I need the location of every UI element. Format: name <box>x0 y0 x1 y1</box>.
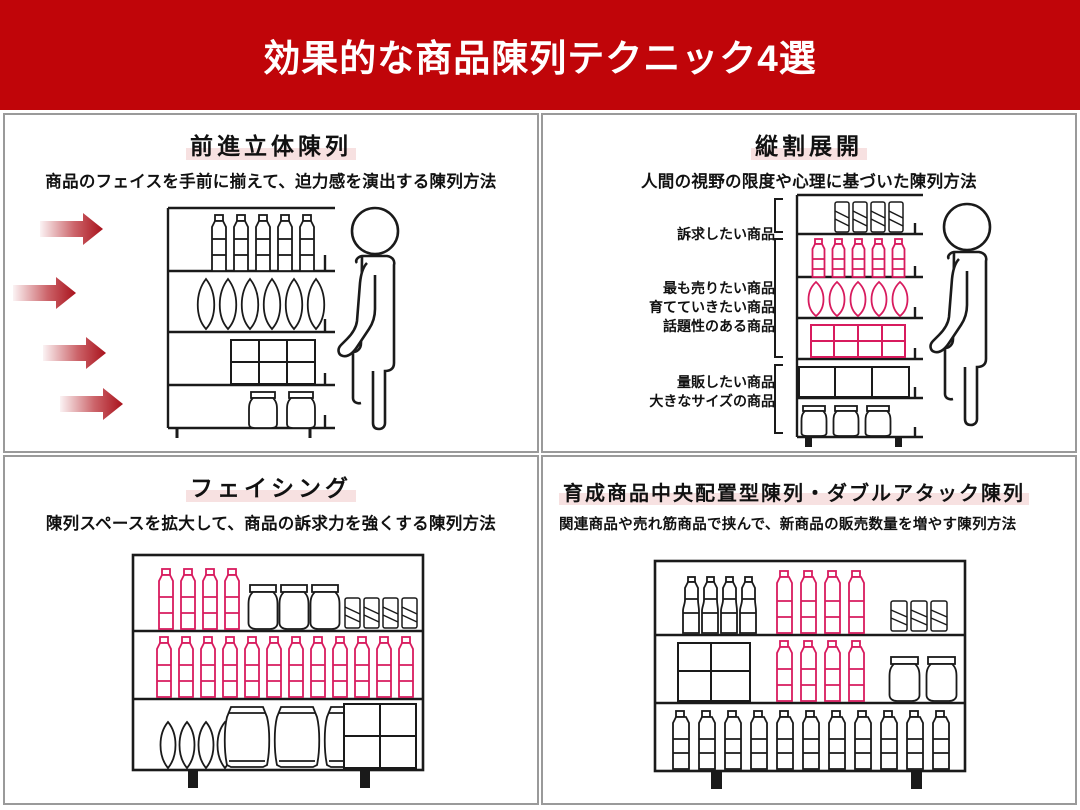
bottles-center-crimson <box>776 640 865 702</box>
shelf-legs <box>711 771 922 789</box>
shelf-3-boxes <box>230 339 316 385</box>
shelf-2-ovals <box>196 277 326 331</box>
shelf-3-row <box>159 703 417 770</box>
shelf-1-row <box>682 570 948 634</box>
ovals <box>159 720 234 770</box>
shelf-3-bottles <box>672 710 950 770</box>
title-highlight <box>186 490 356 502</box>
cans <box>344 597 418 629</box>
bottles-crimson <box>158 568 240 630</box>
shelf-4-boxes-crimson <box>810 324 906 358</box>
panel-vertical-split-display: 縦割展開 人間の視野の限度や心理に基づいた陳列方法 訴求したい商品 最も売りたい… <box>541 113 1077 453</box>
shelf-2-row <box>677 640 958 702</box>
panel-facing: フェイシング 陳列スペースを拡大して、商品の訴求力を強くする陳列方法 <box>3 455 539 805</box>
label-middle-zone-line-2: 育てていきたい商品 <box>649 298 775 315</box>
label-middle-zone: 最も売りたい商品 育てていきたい商品 話題性のある商品 <box>649 279 775 336</box>
shelf-5-boxes <box>798 366 910 398</box>
shelf-2-bottles-crimson <box>156 636 414 698</box>
cans-right <box>890 600 948 632</box>
shelf-4-jars <box>248 391 316 429</box>
panel-grid: 前進立体陳列 商品のフェイスを手前に揃えて、迫力感を演出する陳列方法 <box>3 113 1077 807</box>
panel-4-subtitle: 関連商品や売れ筋商品で挟んで、新商品の販売数量を増やす陳列方法 <box>559 517 1017 533</box>
boxes <box>343 703 417 769</box>
shelf-frame <box>653 559 967 773</box>
shelf-legs <box>805 437 902 447</box>
panel-3-subtitle: 陳列スペースを拡大して、商品の訴求力を強くする陳列方法 <box>45 515 497 533</box>
shelf-1-bottles <box>211 214 315 272</box>
panel-forward-3d-display: 前進立体陳列 商品のフェイスを手前に揃えて、迫力感を演出する陳列方法 <box>3 113 539 453</box>
panel-2-title: 縦割展開 <box>755 133 863 159</box>
label-middle-zone-line-3: 話題性のある商品 <box>663 317 775 334</box>
emphasis-arrows <box>13 213 123 420</box>
shelf-1-row <box>158 568 418 630</box>
title-highlight <box>186 148 356 160</box>
boxes-left <box>677 642 751 702</box>
panel-center-placement-double-attack: 育成商品中央配置型陳列・ダブルアタック陳列 関連商品や売れ筋商品で挟んで、新商品… <box>541 455 1077 805</box>
label-bottom-zone: 量販したい商品 大きなサイズの商品 <box>649 373 775 411</box>
shopper-figure <box>929 202 992 427</box>
shelf-6-jars <box>800 405 892 437</box>
panel-3-header: フェイシング 陳列スペースを拡大して、商品の訴求力を強くする陳列方法 <box>5 457 537 534</box>
panel-2-subtitle: 人間の視野の限度や心理に基づいた陳列方法 <box>641 173 977 191</box>
label-bottom-zone-line-1: 量販したい商品 <box>677 374 775 390</box>
shelf-2-bottles-crimson <box>811 238 906 278</box>
jars-right <box>888 656 958 702</box>
bottles-center-crimson <box>776 570 865 634</box>
panel-1-subtitle: 商品のフェイスを手前に揃えて、迫力感を演出する陳列方法 <box>45 173 497 191</box>
title-highlight <box>559 493 1029 505</box>
panel-1-header: 前進立体陳列 商品のフェイスを手前に揃えて、迫力感を演出する陳列方法 <box>5 115 537 192</box>
panel-4-title: 育成商品中央配置型陳列・ダブルアタック陳列 <box>563 483 1025 505</box>
panel-1-title: 前進立体陳列 <box>190 133 352 159</box>
panel-4-header: 育成商品中央配置型陳列・ダブルアタック陳列 関連商品や売れ筋商品で挟んで、新商品… <box>543 457 1075 534</box>
label-top-zone: 訴求したい商品 <box>677 225 775 244</box>
label-bottom-zone-line-2: 大きなサイズの商品 <box>649 392 775 409</box>
panel-2-header: 縦割展開 人間の視野の限度や心理に基づいた陳列方法 <box>543 115 1075 192</box>
shelf-3-ovals-crimson <box>807 280 909 318</box>
bottles-left <box>682 576 757 634</box>
zone-brackets <box>774 198 783 434</box>
shelf-frame <box>131 553 425 772</box>
shelf-legs <box>188 770 370 788</box>
shelf-1-cans <box>834 201 904 233</box>
header-banner: 効果的な商品陳列テクニック4選 <box>0 0 1080 110</box>
label-middle-zone-line-1: 最も売りたい商品 <box>663 280 775 296</box>
label-top-zone-line-1: 訴求したい商品 <box>677 226 775 242</box>
panel-3-title: フェイシング <box>190 475 352 501</box>
barrels <box>223 706 371 768</box>
jars <box>247 584 341 630</box>
page-title: 効果的な商品陳列テクニック4選 <box>263 38 817 79</box>
shopper-figure <box>337 206 400 431</box>
title-highlight <box>751 148 867 160</box>
